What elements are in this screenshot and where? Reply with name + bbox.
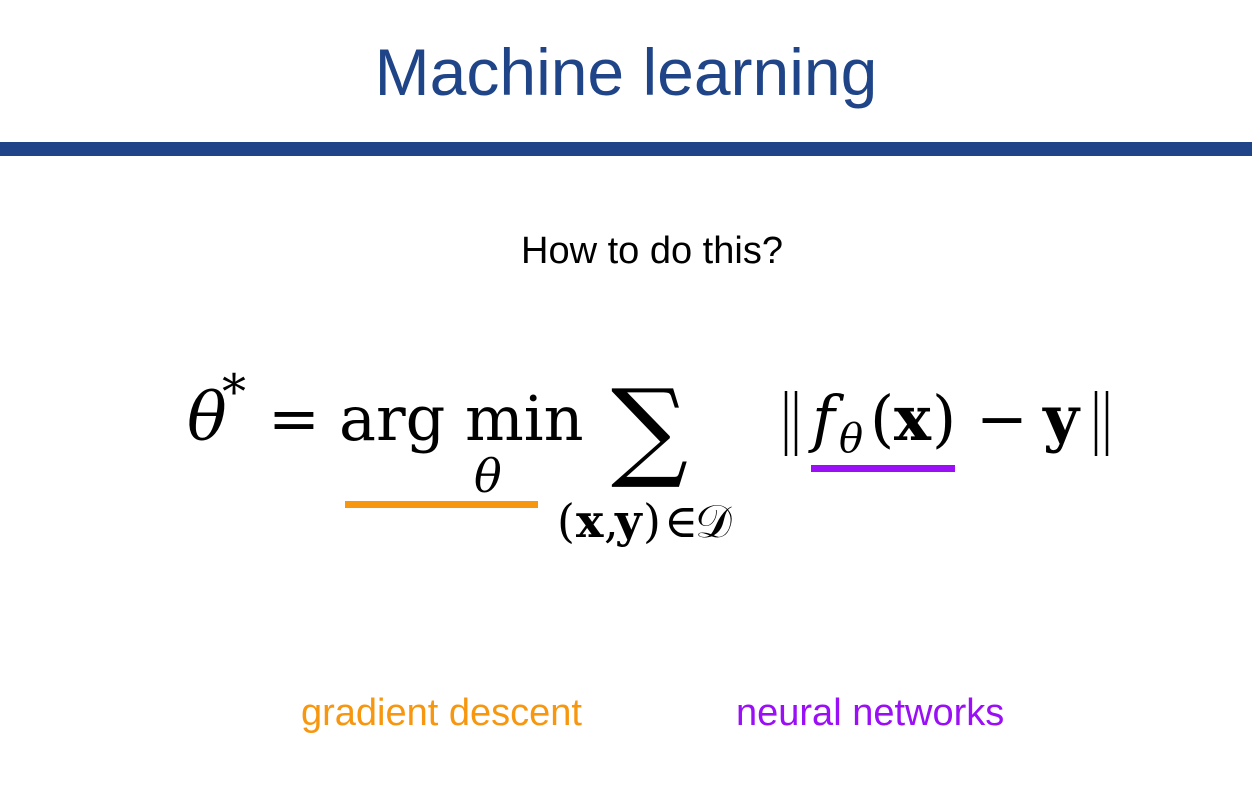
subscript-right-paren: )	[643, 494, 661, 548]
equals-sign: =	[268, 382, 320, 455]
summation-subscript: ( x , y ) ∈ 𝒟	[557, 494, 732, 548]
subscript-element-of: ∈	[664, 494, 698, 548]
gradient-descent-underline	[345, 501, 538, 508]
subscript-dataset-symbol: 𝒟	[695, 494, 732, 548]
slide-title: Machine learning	[374, 35, 878, 109]
target-y: y	[1042, 382, 1081, 455]
theta-symbol: θ	[187, 379, 227, 456]
title-underline-bar	[0, 142, 1252, 156]
minus-sign: −	[976, 382, 1028, 455]
norm-expression: f θ ( x ) − y	[784, 382, 1109, 462]
argmin-subscript: θ	[474, 449, 502, 503]
neural-networks-underline	[811, 465, 955, 472]
subscript-x: x	[576, 494, 604, 548]
neural-networks-label: neural networks	[736, 692, 1005, 734]
argmin-operator: arg min	[339, 382, 584, 455]
theta-superscript: *	[222, 364, 246, 420]
gradient-descent-label: gradient descent	[301, 692, 582, 734]
function-subscript-theta: θ	[839, 416, 863, 462]
subscript-comma: ,	[604, 494, 619, 548]
subscript-left-paren: (	[557, 494, 575, 548]
question-text: How to do this?	[521, 230, 783, 272]
function-argument-x: x	[894, 382, 932, 455]
function-right-paren: )	[932, 382, 956, 455]
summation-symbol: ∑	[611, 367, 688, 492]
subscript-y: y	[614, 494, 643, 548]
function-left-paren: (	[870, 382, 894, 455]
